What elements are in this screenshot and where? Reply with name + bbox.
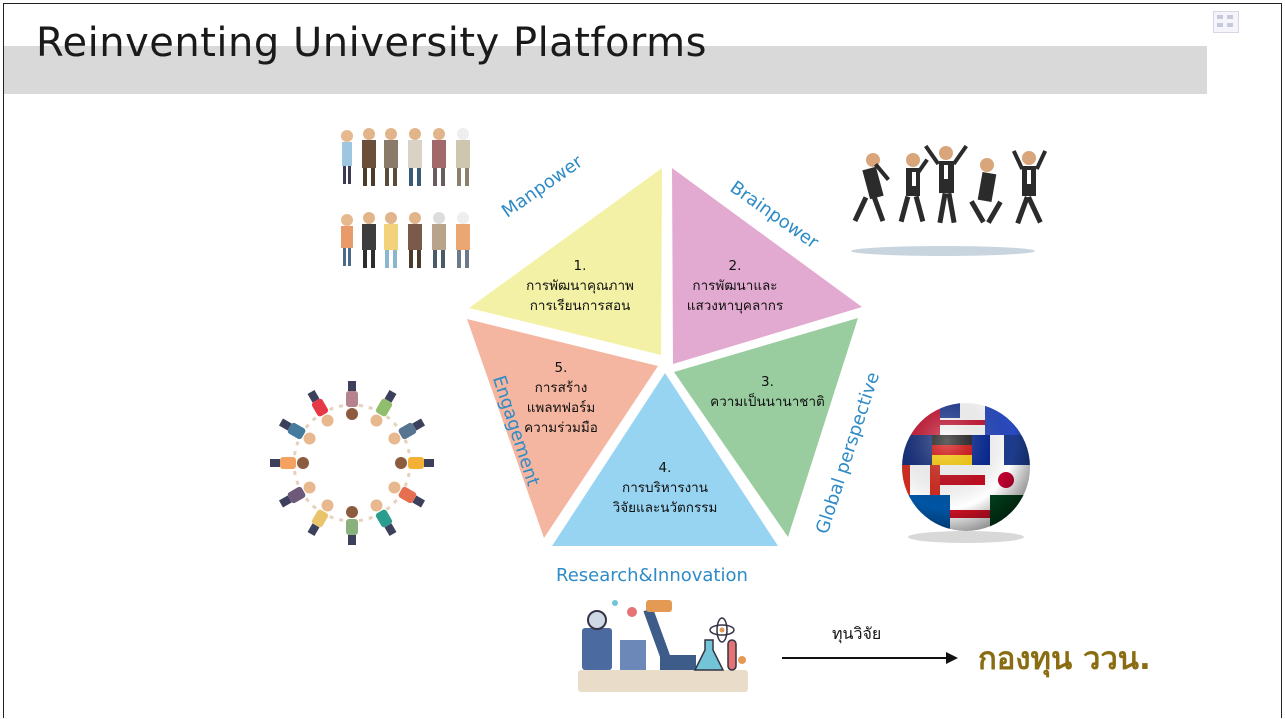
child-figure bbox=[270, 457, 309, 469]
child-figure bbox=[370, 389, 397, 427]
sector-5-number: 5. bbox=[554, 360, 568, 376]
child-figure bbox=[278, 481, 316, 508]
slide-frame bbox=[3, 3, 1282, 718]
sector-1-number: 1. bbox=[573, 258, 587, 274]
child-figure bbox=[388, 481, 426, 508]
sector-5-line-2: แพลทฟอร์ม bbox=[526, 400, 596, 416]
title-bar bbox=[4, 46, 1207, 94]
sector-5-line-1: การสร้าง bbox=[534, 380, 588, 396]
sector-4-number: 4. bbox=[658, 460, 672, 476]
child-figure bbox=[307, 499, 334, 537]
sector-2-text: 2. การพัฒนาและ แสวงหาบุคลากร bbox=[680, 256, 790, 316]
child-figure bbox=[307, 389, 334, 427]
sector-1-shape bbox=[469, 168, 662, 355]
sector-5-text: 5. การสร้าง แพลทฟอร์ม ความร่วมมือ bbox=[506, 358, 616, 438]
sector-3-text: 3. ความเป็นนานาชาติ bbox=[695, 372, 840, 412]
funding-arrow-label: ทุนวิจัย bbox=[832, 624, 882, 643]
flags-globe-illustration bbox=[902, 403, 1030, 543]
slide-title: Reinventing University Platforms bbox=[36, 20, 707, 66]
sector-1-text: 1. การพัฒนาคุณภาพ การเรียนการสอน bbox=[505, 256, 655, 316]
child-figure bbox=[388, 418, 426, 445]
child-figure bbox=[370, 499, 397, 537]
sector-1-line-1: การพัฒนาคุณภาพ bbox=[526, 278, 634, 294]
child-figure bbox=[278, 418, 316, 445]
sector-5-shape bbox=[467, 319, 658, 538]
sector-3-shape bbox=[674, 318, 858, 537]
sector-2-line-1: การพัฒนาและ bbox=[692, 278, 778, 294]
sector-2-number: 2. bbox=[728, 258, 742, 274]
funding-target: กองทุน ววน. bbox=[978, 641, 1151, 677]
slide-thumbnail-icon[interactable] bbox=[1213, 11, 1239, 33]
child-figure bbox=[346, 381, 358, 420]
jumping-business-people-illustration bbox=[851, 144, 1048, 256]
sector-1-line-2: การเรียนการสอน bbox=[529, 298, 631, 314]
child-figure bbox=[395, 457, 434, 469]
sector-4-shape bbox=[552, 373, 778, 546]
child-figure bbox=[346, 506, 358, 545]
sector-4-line-2: วิจัยและนวัตกรรม bbox=[612, 500, 718, 516]
children-circle-illustration bbox=[270, 381, 434, 545]
sector-3-number: 3. bbox=[761, 374, 774, 390]
sector-4-text: 4. การบริหารงาน วิจัยและนวัตกรรม bbox=[590, 458, 740, 518]
sector-5-line-3: ความร่วมมือ bbox=[524, 420, 598, 436]
people-group-illustration bbox=[341, 128, 470, 268]
sector-2-shape bbox=[672, 168, 862, 364]
label-research-innovation: Research&Innovation bbox=[556, 565, 748, 586]
funding-arrow bbox=[782, 652, 958, 664]
sector-4-line-1: การบริหารงาน bbox=[622, 480, 708, 496]
sector-3-line-1: ความเป็นนานาชาติ bbox=[710, 394, 825, 410]
science-lab-illustration bbox=[578, 600, 748, 692]
sector-2-line-2: แสวงหาบุคลากร bbox=[686, 298, 784, 314]
